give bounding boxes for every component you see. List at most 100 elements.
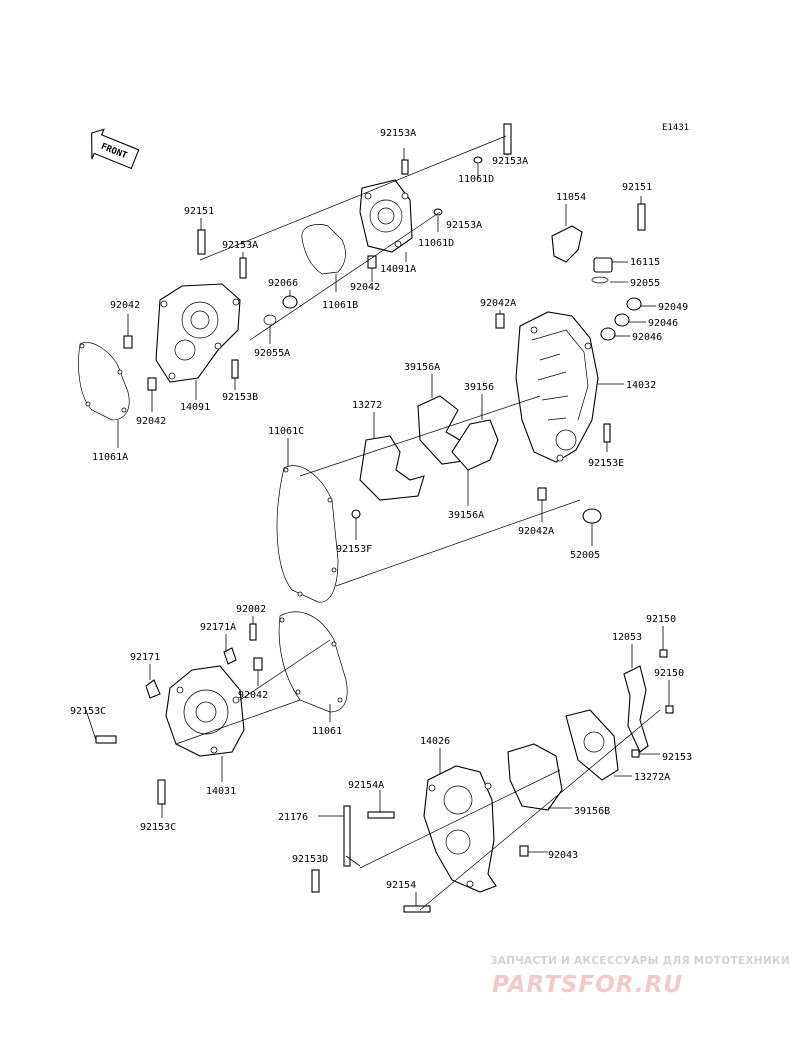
part-label-92171a[interactable]: 92171A [200,622,236,633]
part-label-92151[interactable]: 92151 [184,206,214,217]
washer-11061D-top [473,156,483,164]
part-label-92049[interactable]: 92049 [658,302,688,313]
part-label-92153e[interactable]: 92153E [588,458,624,469]
bolt-92153C-left [95,735,117,744]
bolt-92002 [249,623,257,641]
part-label-92153a[interactable]: 92153A [492,156,528,167]
part-label-11061[interactable]: 11061 [312,726,342,737]
dowel-92042A-bottom [537,487,547,501]
plate-12053 [623,665,649,753]
part-label-92153c[interactable]: 92153C [70,706,106,717]
part-label-92153a[interactable]: 92153A [380,128,416,139]
bracket-11054 [551,225,583,263]
part-label-92171[interactable]: 92171 [130,652,160,663]
part-label-14091a[interactable]: 14091A [380,264,416,275]
part-label-21176[interactable]: 21176 [278,812,308,823]
part-labels: 92153A 92153A 11061D 92153A 11061D 92151 92153… [70,128,692,891]
leader-lines [85,148,670,906]
part-label-92153[interactable]: 92153 [662,752,692,763]
part-label-92154a[interactable]: 92154A [348,780,384,791]
insulator-39156 [451,419,499,471]
part-label-92150[interactable]: 92150 [654,668,684,679]
clutch-side-cover-14091 [155,283,241,383]
alignment-lines [175,135,661,911]
part-label-92042[interactable]: 92042 [136,416,166,427]
part-label-92153a[interactable]: 92153A [222,240,258,251]
bolt-92153D [311,869,320,893]
bolt-92153A-top [401,159,409,175]
part-label-12053[interactable]: 12053 [612,632,642,643]
oring-92055 [591,276,609,284]
part-label-11054[interactable]: 11054 [556,192,586,203]
part-label-92046[interactable]: 92046 [648,318,678,329]
part-label-92153b[interactable]: 92153B [222,392,258,403]
bearing-92046-b [600,327,616,341]
part-label-92153d[interactable]: 92153D [292,854,328,865]
clamp-92171A [223,647,237,665]
part-label-14031[interactable]: 14031 [206,786,236,797]
seal-92066 [282,295,298,309]
part-label-92043[interactable]: 92043 [548,850,578,861]
part-label-39156[interactable]: 39156 [464,382,494,393]
watermark-tagline: ЗАПЧАСТИ И АКСЕССУАРЫ ДЛЯ МОТОТЕХНИКИ [490,955,790,967]
part-label-16115[interactable]: 16115 [630,257,660,268]
part-label-11061b[interactable]: 11061B [322,300,358,311]
part-label-39156a[interactable]: 39156A [448,510,484,521]
part-label-92042[interactable]: 92042 [238,690,268,701]
part-label-11061d[interactable]: 11061D [418,238,454,249]
gasket-11061B [301,224,346,275]
part-label-92002[interactable]: 92002 [236,604,266,615]
bolt-92154 [403,905,431,913]
watermark-logo: PARTSFOR.RU [492,972,683,998]
part-label-52005[interactable]: 52005 [570,550,600,561]
part-label-13272a[interactable]: 13272A [634,772,670,783]
bolt-92153-right [631,749,640,758]
gasket-11061C [276,465,339,603]
part-label-92066[interactable]: 92066 [268,278,298,289]
part-label-39156b[interactable]: 39156B [574,806,610,817]
generator-cover-14031 [165,665,245,757]
seal-52005 [582,508,602,524]
part-label-92055[interactable]: 92055 [630,278,660,289]
oil-cap-16115 [593,257,613,273]
dowel-92042A-top [495,313,505,329]
gasket-11061A [78,342,130,421]
clamp-92171 [145,679,161,699]
part-label-11061a[interactable]: 11061A [92,452,128,463]
part-label-92154[interactable]: 92154 [386,880,416,891]
rod-21176 [343,805,351,867]
part-label-92153a[interactable]: 92153A [446,220,482,231]
oring-92055A [263,314,277,326]
part-label-92042[interactable]: 92042 [110,300,140,311]
part-label-11061c[interactable]: 11061C [268,426,304,437]
part-label-92042[interactable]: 92042 [350,282,380,293]
part-label-39156a[interactable]: 39156A [404,362,440,373]
part-label-11061d[interactable]: 11061D [458,174,494,185]
part-label-92153c[interactable]: 92153C [140,822,176,833]
part-label-14026[interactable]: 14026 [420,736,450,747]
insulator-39156B [507,743,563,811]
dowel-92042-b [123,335,133,349]
bolt-92154A [367,811,395,819]
part-label-92055a[interactable]: 92055A [254,348,290,359]
diagram-code: E1431 [662,123,689,133]
part-label-92046[interactable]: 92046 [632,332,662,343]
bolt-92151-right [637,203,646,231]
bolt-92153C-bottom [157,779,166,805]
part-label-14032[interactable]: 14032 [626,380,656,391]
cover-14026 [423,765,497,893]
part-label-92042a[interactable]: 92042A [480,298,516,309]
part-label-92153f[interactable]: 92153F [336,544,372,555]
part-label-92151[interactable]: 92151 [622,182,652,193]
shield-13272A [565,709,619,781]
part-label-92042a[interactable]: 92042A [518,526,554,537]
bolt-92153A-right [503,123,512,155]
gasket-11061-lower [278,611,348,713]
part-label-92150[interactable]: 92150 [646,614,676,625]
part-label-14091[interactable]: 14091 [180,402,210,413]
part-label-13272[interactable]: 13272 [352,400,382,411]
small-cover-14091A [359,179,413,253]
front-arrow-icon: FRONT [91,128,140,170]
